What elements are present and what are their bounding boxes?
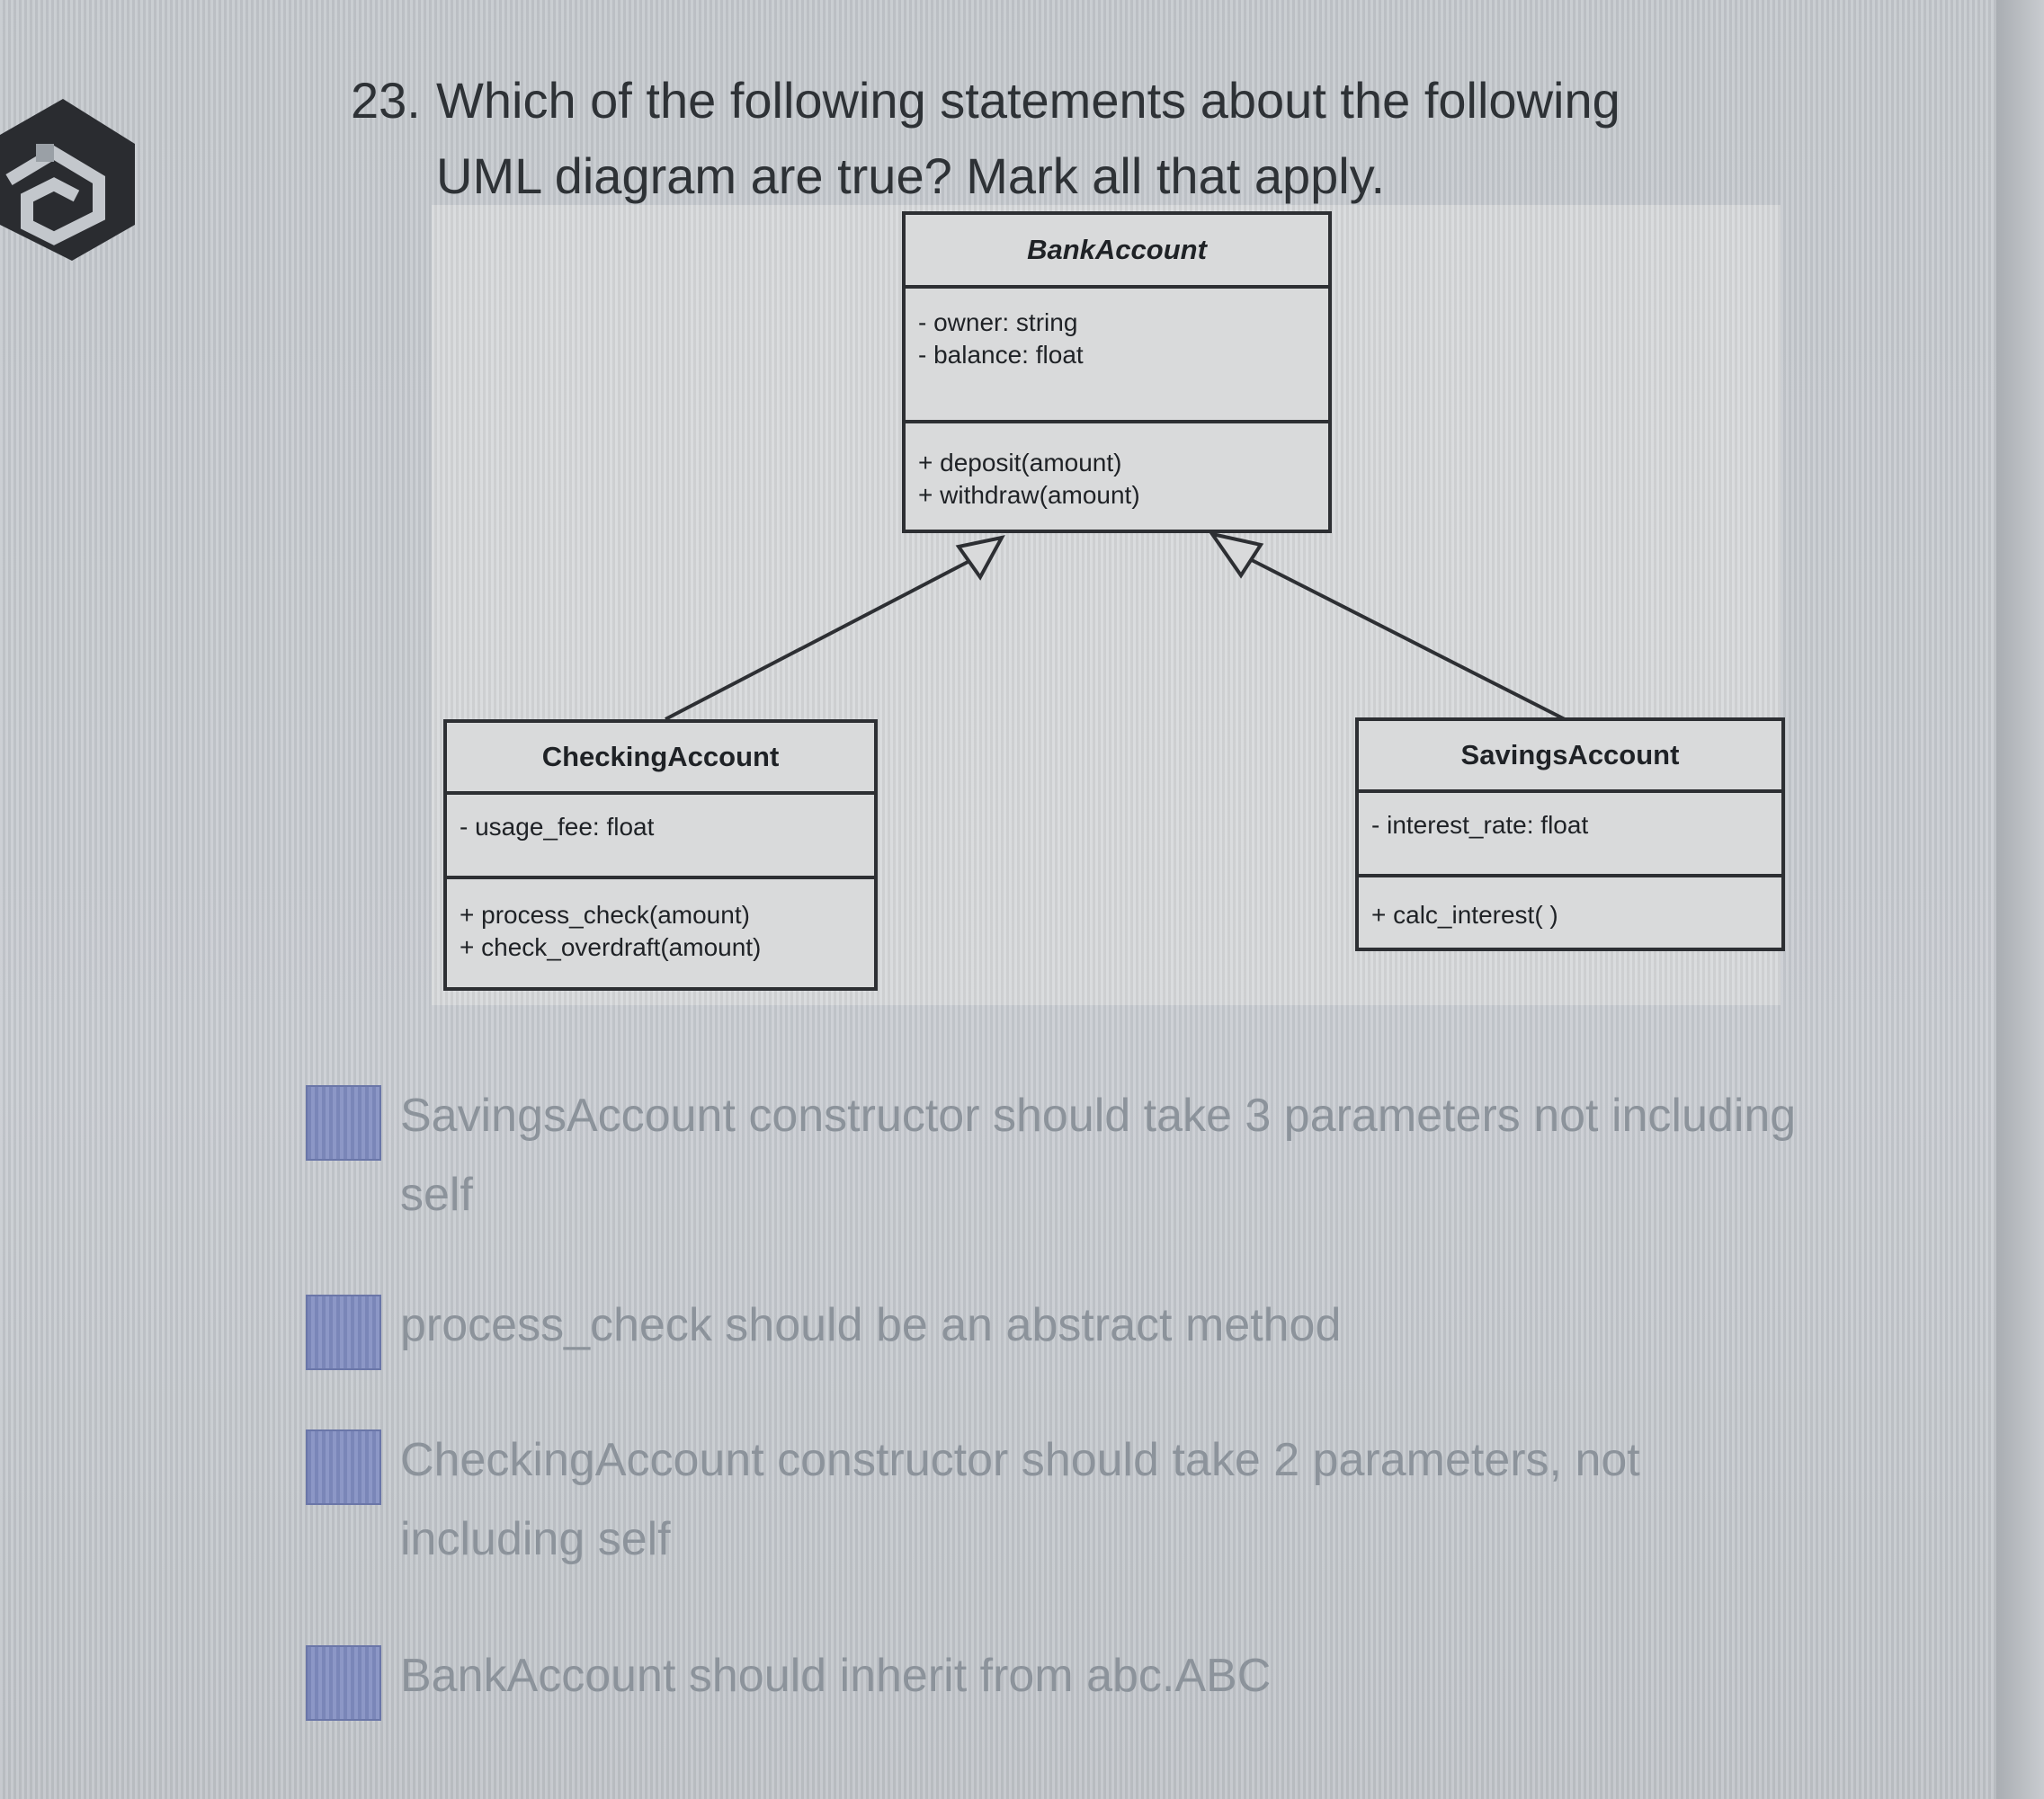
option-checkbox[interactable]: [306, 1295, 381, 1370]
option-checkbox[interactable]: [306, 1645, 381, 1721]
option-label[interactable]: CheckingAccount constructor should take …: [400, 1434, 1640, 1565]
class-checkingaccount-attributes: - usage_fee: float: [447, 795, 874, 876]
method: + check_overdraft(amount): [460, 933, 762, 961]
class-checkingaccount-name: CheckingAccount: [447, 723, 874, 795]
answer-option-1[interactable]: SavingsAccount constructor should take 3…: [306, 1085, 1834, 1221]
class-savingsaccount-methods: + calc_interest( ): [1359, 874, 1781, 937]
class-bankaccount-methods: + deposit(amount) + withdraw(amount): [906, 420, 1328, 517]
option-checkbox[interactable]: [306, 1085, 381, 1161]
option-label[interactable]: SavingsAccount constructor should take 3…: [400, 1090, 1797, 1221]
class-savingsaccount-name: SavingsAccount: [1359, 721, 1781, 793]
app-logo-icon: [0, 99, 135, 261]
question-number: 23.: [351, 72, 421, 129]
answer-option-3[interactable]: CheckingAccount constructor should take …: [306, 1429, 1834, 1565]
option-label[interactable]: process_check should be an abstract meth…: [400, 1299, 1342, 1351]
attribute: - owner: string: [918, 308, 1078, 336]
attribute: - interest_rate: float: [1371, 811, 1589, 839]
class-bankaccount-attributes: - owner: string - balance: float: [906, 289, 1328, 420]
method: + calc_interest( ): [1371, 901, 1558, 929]
class-checkingaccount: CheckingAccount - usage_fee: float + pro…: [443, 719, 878, 991]
attribute: - balance: float: [918, 341, 1084, 369]
method: + deposit(amount): [918, 449, 1122, 476]
class-bankaccount: BankAccount - owner: string - balance: f…: [902, 211, 1332, 533]
monitor-bezel: [1996, 0, 2044, 1799]
option-label[interactable]: BankAccount should inherit from abc.ABC: [400, 1650, 1272, 1702]
option-checkbox[interactable]: [306, 1429, 381, 1505]
answer-option-4[interactable]: BankAccount should inherit from abc.ABC: [306, 1645, 1834, 1753]
class-checkingaccount-methods: + process_check(amount) + check_overdraf…: [447, 876, 874, 969]
question-line-1: Which of the following statements about …: [436, 72, 1620, 129]
answer-option-2[interactable]: process_check should be an abstract meth…: [306, 1295, 1834, 1403]
question-text: 23. Which of the following statements abo…: [351, 63, 1879, 214]
attribute: - usage_fee: float: [460, 813, 655, 841]
method: + withdraw(amount): [918, 481, 1140, 509]
class-bankaccount-name: BankAccount: [906, 215, 1328, 289]
question-line-2: UML diagram are true? Mark all that appl…: [436, 147, 1386, 204]
method: + process_check(amount): [460, 901, 750, 929]
class-savingsaccount: SavingsAccount - interest_rate: float + …: [1355, 717, 1785, 951]
class-savingsaccount-attributes: - interest_rate: float: [1359, 793, 1781, 874]
